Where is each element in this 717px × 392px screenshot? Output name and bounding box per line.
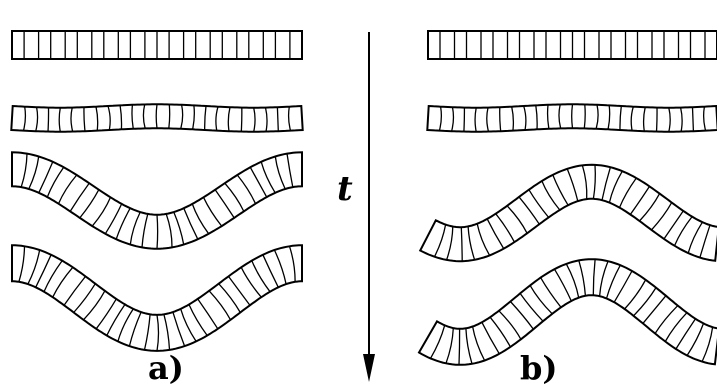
- strip-segment-line: [693, 107, 694, 131]
- strip-segment-line: [48, 108, 49, 132]
- strip-segment-line: [464, 108, 465, 132]
- strip-a-1: [12, 31, 302, 59]
- strip-a-2: [11, 104, 302, 131]
- strip-segment-line: [277, 107, 278, 131]
- time-arrow: [363, 32, 375, 382]
- strip-outline: [420, 165, 717, 261]
- strip-a-4: [12, 245, 302, 351]
- panel-b: [419, 31, 717, 365]
- strip-b-3: [420, 165, 717, 261]
- strip-segment-line: [657, 108, 658, 132]
- strip-outline: [12, 245, 302, 351]
- strip-b-2: [427, 104, 717, 131]
- strip-b-4: [419, 259, 717, 365]
- panel-a: [11, 31, 302, 351]
- strip-a-3: [12, 152, 302, 248]
- strip-segment-line: [459, 329, 460, 365]
- strip-segment-line: [157, 215, 158, 249]
- panel-a-label: a): [148, 352, 184, 384]
- time-axis-label: t: [337, 172, 353, 206]
- strip-segment-line: [241, 108, 242, 132]
- panel-b-label: b): [520, 352, 558, 384]
- time-arrow-head: [363, 354, 375, 382]
- strip-b-1: [428, 31, 717, 59]
